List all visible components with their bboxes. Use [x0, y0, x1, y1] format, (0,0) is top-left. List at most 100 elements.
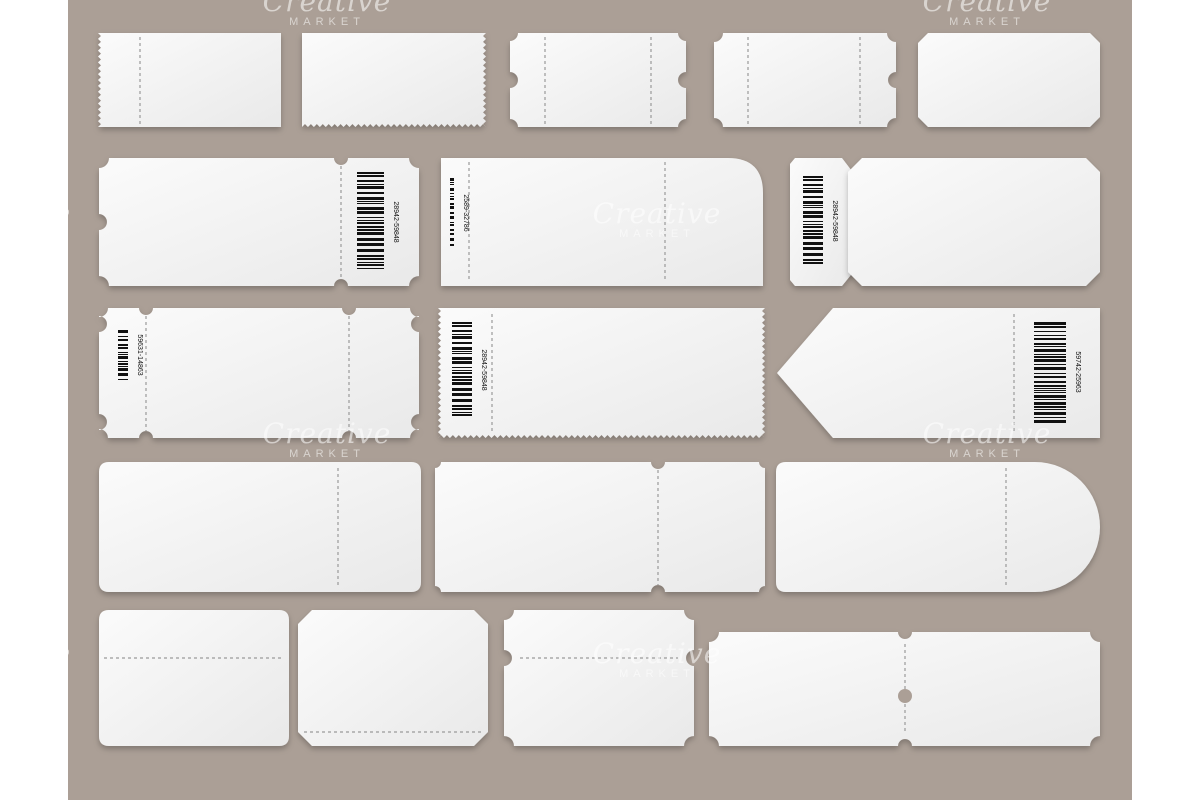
barcode-bar: [452, 347, 472, 350]
barcode-bar: [357, 268, 384, 269]
barcode-bar: [452, 351, 472, 352]
barcode-bar: [452, 414, 472, 416]
barcode-bar: [1034, 395, 1066, 398]
barcode-bar: [1034, 390, 1066, 391]
barcode-bar: [452, 382, 472, 385]
barcode: 28942-59848: [803, 176, 838, 264]
barcode-bar: [1034, 335, 1066, 336]
barcode-bar: [1034, 338, 1066, 340]
barcode-bar: [803, 253, 823, 256]
barcode-bar: [452, 361, 472, 364]
barcode-bar: [452, 372, 472, 374]
barcode-bar: [450, 233, 454, 235]
barcode-bar: [118, 336, 128, 337]
ticket-5: [918, 33, 1100, 127]
ticket-body: [777, 308, 1100, 438]
barcode-bar: [1034, 385, 1066, 387]
barcode-bar: [450, 196, 454, 197]
barcode-bar: [357, 255, 384, 257]
ticket-body: [776, 462, 1100, 592]
barcode-bar: [357, 229, 384, 231]
barcode-bar: [357, 192, 384, 194]
barcode-bar: [1034, 409, 1066, 410]
barcode-bar: [357, 258, 384, 260]
barcode-bar: [452, 412, 472, 413]
barcode-bar: [803, 215, 823, 218]
barcode-bar: [357, 262, 384, 263]
barcode-bar: [452, 393, 472, 396]
barcode-bar: [450, 203, 454, 205]
barcode-bar: [118, 373, 128, 376]
barcode-bar: [803, 196, 823, 198]
barcode-bar: [1034, 326, 1066, 328]
barcode-bar: [1034, 354, 1066, 355]
barcode-bar: [357, 172, 384, 174]
ticket-body: [298, 610, 488, 746]
barcode-bar: [452, 388, 472, 391]
barcode-number: 59631-14863: [136, 334, 143, 375]
barcode: 28942-59848: [452, 322, 487, 416]
ticket-body: [438, 308, 765, 438]
barcode-bar: [452, 330, 472, 332]
ticket-7: 2589-32786: [441, 158, 763, 286]
barcode-bar: [1034, 406, 1066, 408]
barcode-bar: [118, 330, 128, 333]
barcode-bar: [452, 367, 472, 368]
barcode-bar: [1034, 388, 1066, 389]
barcode: 59631-14863: [118, 330, 143, 380]
barcode-bar: [803, 233, 823, 235]
ticket-2: [302, 33, 486, 127]
ticket-8-main: [848, 158, 1100, 286]
barcode-bar: [357, 243, 384, 246]
barcode-bar: [357, 220, 384, 221]
barcode-bar: [452, 399, 472, 402]
barcode-bar: [803, 247, 823, 250]
ticket-body: [99, 610, 289, 746]
barcode-bar: [803, 224, 823, 225]
barcode-bar: [118, 368, 128, 371]
ticket-16: [298, 610, 488, 746]
barcode-bar: [118, 352, 128, 353]
ticket-body: [99, 158, 419, 286]
barcode-bar: [452, 325, 472, 327]
ticket-13: [435, 462, 765, 592]
barcode-bar: [450, 224, 454, 226]
barcode-bar: [452, 405, 472, 407]
barcode-bar: [1034, 331, 1066, 332]
barcode-number: 2589-32786: [462, 194, 469, 231]
barcode-bar: [803, 201, 823, 204]
barcode-bar: [357, 217, 384, 218]
barcode-bar: [803, 190, 823, 193]
barcode-bar: [118, 379, 128, 380]
barcode-bar: [357, 180, 384, 182]
barcode-bar: [450, 229, 454, 231]
barcode-bar: [452, 379, 472, 381]
barcode: 59742-25963: [1034, 322, 1081, 423]
ticket-body: [441, 158, 763, 286]
barcode-bar: [357, 175, 384, 177]
barcode-bar: [452, 336, 472, 339]
barcode-bar: [118, 356, 128, 359]
barcode-bar: [118, 361, 128, 362]
ticket-1: [98, 33, 281, 127]
ticket-6: 28942-59848: [99, 158, 419, 286]
barcode-bar: [357, 201, 384, 202]
barcode-bar: [1034, 412, 1066, 415]
barcode-bar: [452, 322, 472, 324]
barcode-bar: [357, 207, 384, 210]
barcode-bar: [803, 242, 823, 245]
ticket-body: [99, 462, 421, 592]
barcode-number: 28942-59848: [831, 200, 838, 241]
ticket-15: [99, 610, 289, 746]
ticket-14: [776, 462, 1100, 592]
barcode-bar: [803, 205, 823, 206]
barcode-bar: [1034, 373, 1066, 374]
ticket-3: [510, 33, 686, 127]
barcode-bar: [1034, 402, 1066, 405]
barcode-bar: [1034, 364, 1066, 365]
barcode-bar: [452, 334, 472, 335]
barcode-bar: [803, 236, 823, 239]
barcode-bar: [1034, 392, 1066, 393]
barcode-bar: [118, 366, 128, 367]
barcode-bar: [803, 207, 823, 208]
